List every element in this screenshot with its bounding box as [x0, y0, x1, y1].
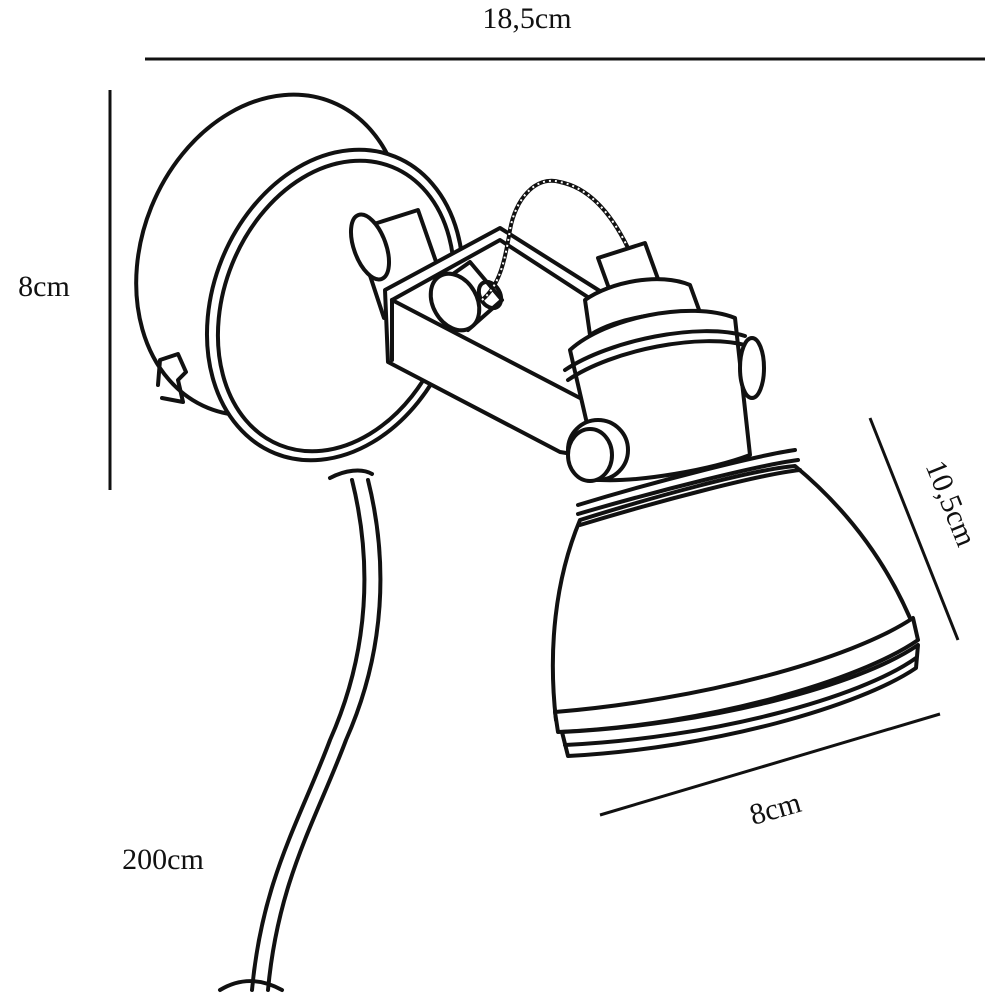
cable-clip — [428, 260, 504, 333]
shade-diameter-label: 8cm — [746, 786, 805, 832]
base-height-label: 8cm — [18, 270, 70, 303]
lamp-shade — [550, 448, 920, 758]
shade-length-dimension-line — [868, 417, 960, 641]
cable-notch — [156, 352, 188, 404]
power-cable — [218, 478, 383, 992]
coiled-wire — [480, 178, 630, 302]
pivot-knob — [566, 418, 630, 483]
cable-length-label: 200cm — [122, 843, 204, 876]
shade-diameter-dimension-line — [599, 712, 941, 817]
shade-length-label: 10,5cm — [919, 456, 983, 551]
overall-width-label: 18,5cm — [482, 2, 571, 35]
